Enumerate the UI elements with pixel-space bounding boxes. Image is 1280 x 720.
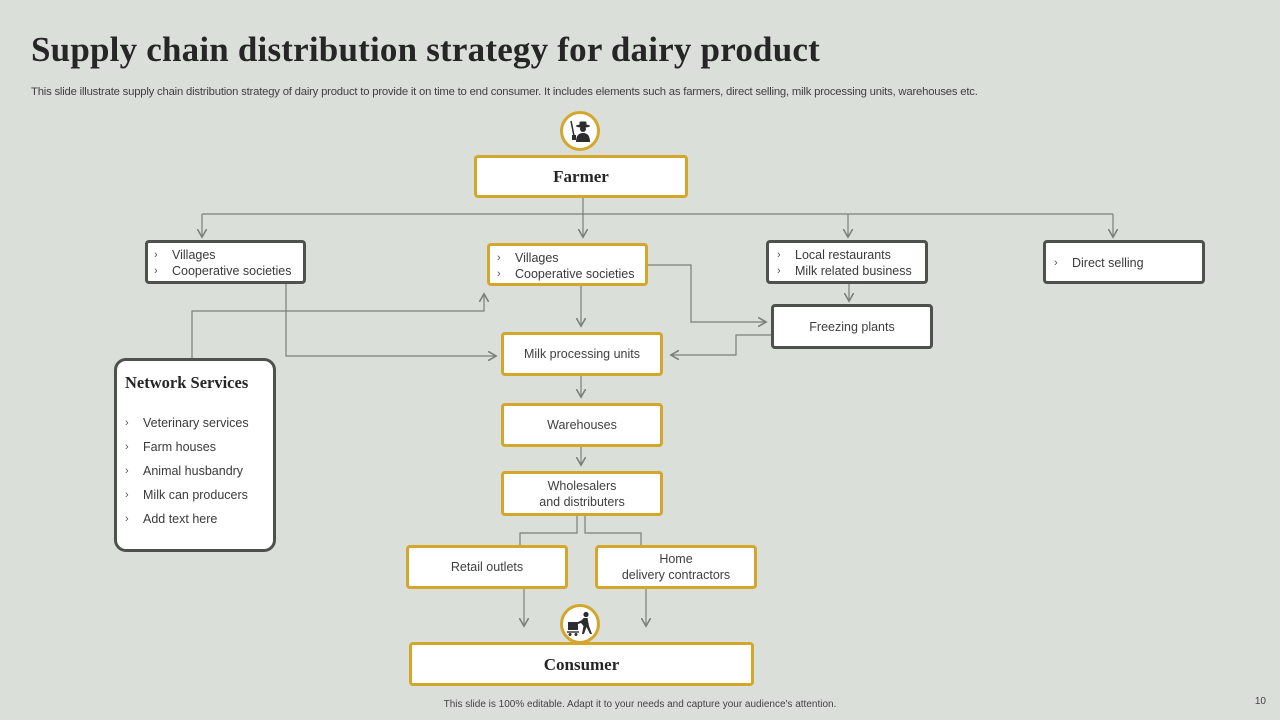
milk-processing-label: Milk processing units [523,347,640,361]
page-number: 10 [1254,696,1266,707]
branch-direct-selling: › Direct selling [1043,240,1205,284]
item-label: Local restaurants [795,248,891,262]
list-item: › Veterinary services [125,411,273,435]
footer-note: This slide is 100% editable. Adapt it to… [443,699,837,710]
chevron-right-icon: › [154,249,158,261]
network-services-panel: Network Services › Veterinary services › F… [114,358,276,552]
chevron-right-icon: › [125,489,129,501]
chevron-right-icon: › [497,252,501,264]
consumer-label: Consumer [543,655,620,674]
farmer-label: Farmer [553,166,609,186]
wholesalers-node: Wholesalers and distributers [501,471,663,516]
chevron-right-icon: › [125,441,129,453]
warehouses-label: Warehouses [547,418,617,432]
item-label: Direct selling [1072,256,1144,270]
chevron-right-icon: › [777,265,781,277]
item-label: Milk can producers [143,488,248,502]
retail-outlets-label: Retail outlets [450,560,524,574]
slide-title: Supply chain distribution strategy for d… [31,30,820,69]
list-item: › Milk related business [777,263,925,279]
item-label: Milk related business [795,264,912,278]
list-item: › Add text here [125,507,273,531]
farmer-node: Farmer [474,155,688,198]
item-label: Villages [172,248,216,262]
chevron-right-icon: › [125,465,129,477]
branch-restaurants-business: › Local restaurants › Milk related busines… [766,240,928,284]
item-label: Veterinary services [143,416,249,430]
warehouses-node: Warehouses [501,403,663,447]
home-delivery-node: Home delivery contractors [595,545,757,589]
chevron-right-icon: › [125,417,129,429]
chevron-right-icon: › [125,513,129,525]
list-item: › Milk can producers [125,483,273,507]
chevron-right-icon: › [497,268,501,280]
home-delivery-label-line1: Home [659,552,693,566]
item-label: Add text here [143,512,218,526]
farmer-icon-circle [560,111,600,151]
chevron-right-icon: › [777,249,781,261]
list-item: › Direct selling [1054,255,1202,271]
milk-processing-node: Milk processing units [501,332,663,376]
wholesalers-label-line1: Wholesalers [547,478,617,493]
freezing-plants-node: Freezing plants [771,304,933,349]
branch-villages-cooperative-left: › Villages › Cooperative societies [145,240,306,284]
network-services-title: Network Services [125,373,249,392]
list-item: › Animal husbandry [125,459,273,483]
wholesalers-label-line2: and distributers [539,494,625,509]
farmer-icon [570,120,590,142]
list-item: › Cooperative societies [497,266,645,282]
list-item: › Villages [497,250,645,266]
item-label: Villages [515,251,559,265]
list-item: › Villages [154,247,303,263]
item-label: Animal husbandry [143,464,244,478]
branch-villages-cooperative-center: › Villages › Cooperative societies [487,243,648,286]
item-label: Cooperative societies [172,264,292,278]
list-item: › Local restaurants [777,247,925,263]
item-label: Farm houses [143,440,216,454]
item-label: Cooperative societies [515,267,635,281]
consumer-node: Consumer [409,642,754,686]
retail-outlets-node: Retail outlets [406,545,568,589]
freezing-plants-label: Freezing plants [809,319,895,334]
chevron-right-icon: › [154,265,158,277]
consumer-icon-circle [560,604,600,644]
list-item: › Cooperative societies [154,263,303,279]
slide-subtitle: This slide illustrate supply chain distr… [31,86,978,98]
shopper-cart-icon [567,611,592,636]
chevron-right-icon: › [1054,257,1058,269]
home-delivery-label-line2: delivery contractors [621,568,731,582]
list-item: › Farm houses [125,435,273,459]
